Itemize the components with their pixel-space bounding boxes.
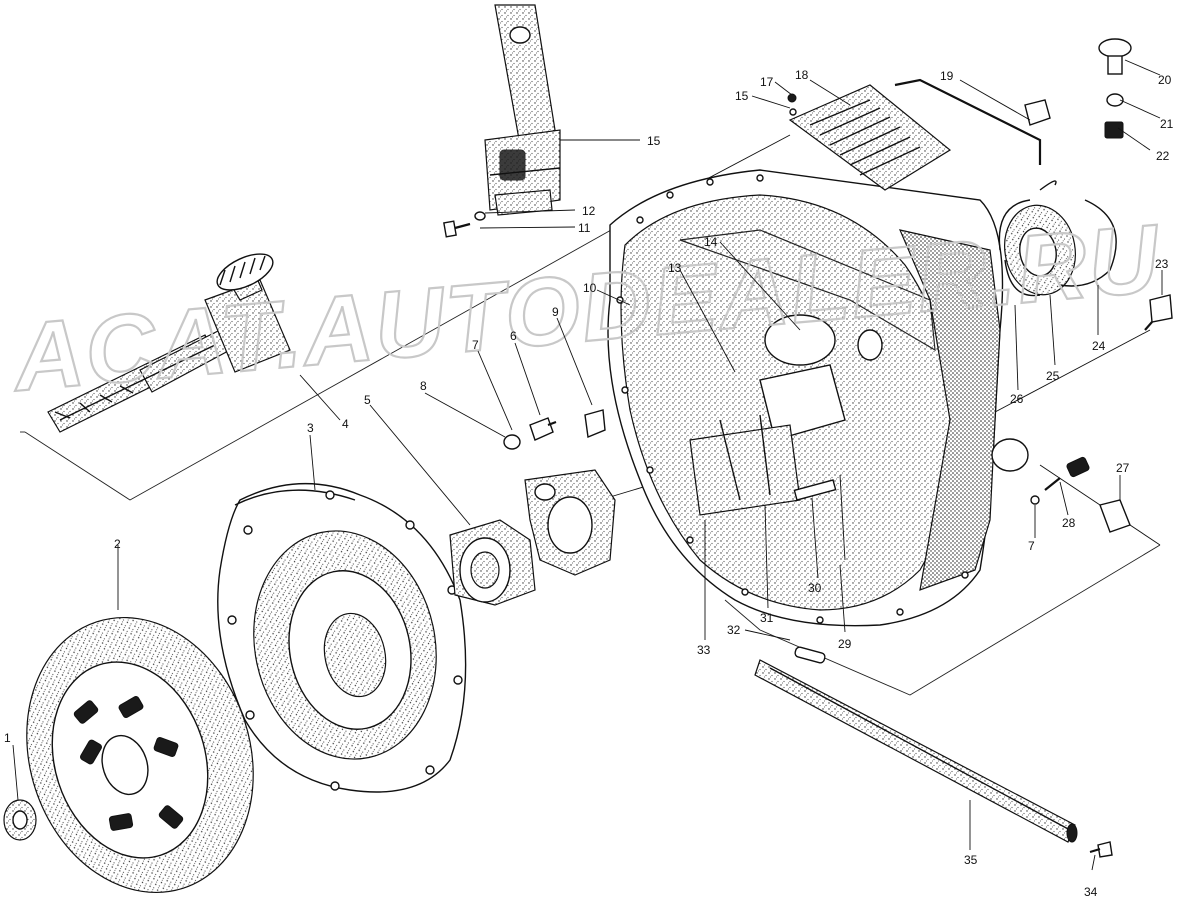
callout-21: 21 [1160,117,1174,131]
callout-18: 18 [795,68,809,82]
callout-20: 20 [1158,73,1172,87]
callout-labels: 1 2 3 4 5 6 7 8 9 10 11 12 13 14 15 15 1… [4,68,1174,899]
callout-25: 25 [1046,369,1060,383]
callout-leaders [12,59,1163,871]
clutch-disc [26,616,254,894]
callout-17: 17 [760,75,774,89]
cross-shaft [754,646,1113,858]
callout-27: 27 [1116,461,1130,475]
callout-8: 8 [420,379,427,393]
bolt-28-bushing-27 [1030,456,1131,533]
callout-26: 26 [1010,392,1024,406]
callout-2: 2 [114,537,121,551]
callout-28: 28 [1062,516,1076,530]
seal-assembly [998,180,1117,297]
callout-34: 34 [1084,885,1098,899]
callout-31: 31 [760,611,774,625]
callout-10: 10 [583,281,597,295]
shift-lever [484,4,561,216]
callout-29: 29 [838,637,852,651]
callout-24: 24 [1092,339,1106,353]
callout-1: 1 [4,731,11,745]
callout-15-lever: 15 [647,134,661,148]
callout-4: 4 [342,417,349,431]
bolt-11 [443,211,486,238]
callout-12: 12 [582,204,596,218]
callout-15-bolt: 15 [735,89,749,103]
clutch-housing [607,169,1029,627]
callout-33: 33 [697,643,711,657]
callout-3: 3 [307,421,314,435]
callout-32: 32 [727,623,741,637]
callout-7: 7 [472,338,479,352]
callout-14: 14 [704,235,718,249]
callout-11: 11 [578,221,591,235]
release-bearing [449,519,536,606]
release-sleeve [524,469,616,576]
pilot-bearing [3,799,37,841]
callout-9: 9 [552,305,559,319]
callout-30: 30 [808,581,822,595]
callout-5: 5 [364,393,371,407]
small-parts-6-9 [503,409,606,450]
callout-23: 23 [1155,257,1169,271]
top-cover [788,78,1042,191]
sensor-23 [1144,294,1173,331]
pressure-plate [217,483,467,793]
callout-13: 13 [668,261,682,275]
callout-22: 22 [1156,149,1170,163]
fittings-top-right [787,38,1132,139]
callout-7-right: 7 [1028,539,1035,553]
callout-6: 6 [510,329,517,343]
callout-19: 19 [940,69,954,83]
input-shaft [47,253,291,433]
callout-35: 35 [964,853,978,867]
